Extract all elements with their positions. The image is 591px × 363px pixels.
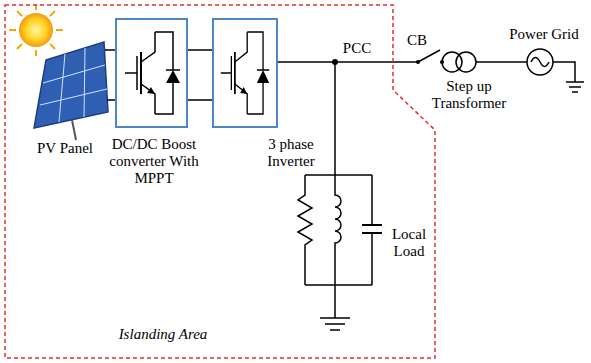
inverter-box: 3 phase Inverter [212, 18, 278, 128]
igbt-symbol [125, 32, 180, 114]
component-label: PV Panel [30, 140, 100, 157]
capacitor-symbol [362, 175, 382, 285]
region-outline [4, 4, 438, 360]
pcc-junction [332, 59, 338, 65]
local-load-symbol [298, 175, 382, 330]
panel-face [34, 42, 108, 128]
text-holder: DC/DC Boost converter With MPPT [104, 136, 204, 187]
sun-disc [19, 13, 53, 47]
component-label: Step up Transformer [424, 78, 514, 112]
islanding-region: Islanding Area DC/DC Boost converter With… [4, 4, 438, 360]
inductor-symbol [335, 175, 341, 285]
label-holder: PCC [339, 40, 375, 57]
grid-source-symbol [527, 49, 584, 92]
component-label: Power Grid [504, 26, 584, 43]
converter-box: DC/DC Boost converter With MPPT [115, 18, 188, 128]
load-feeder [334, 62, 336, 175]
circuit-breaker-symbol [416, 50, 444, 64]
panel-grid [40, 48, 107, 122]
dc-link-wire [188, 99, 212, 101]
pv-wire [107, 99, 115, 101]
node-heading: 3 phase Inverter [260, 136, 322, 170]
label-holder: Step up Transformer [424, 78, 514, 112]
transformer-symbol [442, 52, 527, 72]
text-holder: 3 phase Inverter [260, 136, 322, 170]
label-holder: PV Panel [30, 140, 100, 157]
resistor-symbol [298, 175, 312, 285]
wire-connector [188, 49, 212, 51]
pv-panel-icon [34, 42, 108, 140]
node-heading: DC/DC Boost converter With MPPT [104, 136, 204, 187]
pv-wire [105, 49, 115, 51]
sun-rays [9, 4, 63, 56]
dashed-boundary [5, 5, 435, 358]
node-label: PCC [339, 40, 375, 57]
label-holder: Power Grid [504, 26, 584, 43]
igbt-symbol [221, 32, 269, 114]
node-heading: Islanding Area [108, 326, 218, 343]
label-holder: CB [404, 32, 430, 49]
component-label: Local Load [386, 226, 432, 260]
ac-wire [278, 61, 418, 63]
sun-icon [9, 4, 63, 56]
ground-symbol [320, 285, 350, 330]
text-holder: Islanding Area [108, 326, 218, 343]
component-label: CB [404, 32, 430, 49]
panel-stand [72, 120, 76, 140]
label-holder: Local Load [386, 226, 432, 260]
